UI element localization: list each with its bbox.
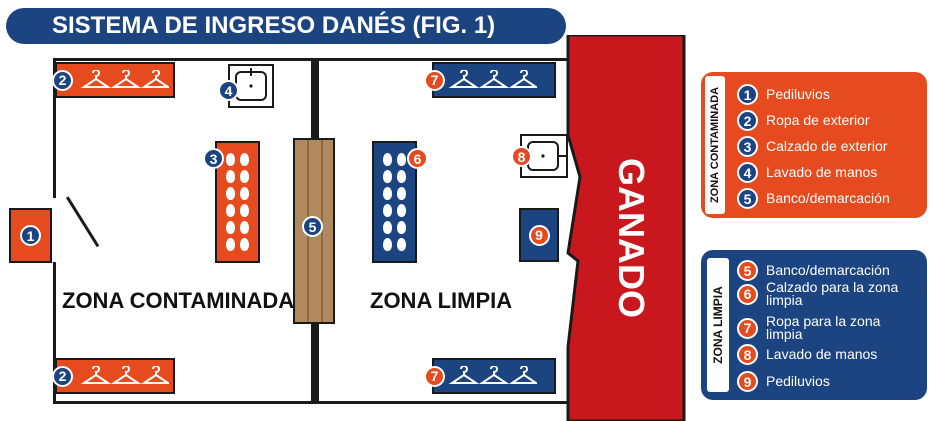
marker-8: 8 bbox=[511, 146, 532, 167]
legend-clean-heading: ZONA LIMPIA bbox=[707, 258, 729, 392]
wall-left-upper bbox=[53, 58, 56, 198]
legend-item: 7 Ropa para la zona limpia bbox=[737, 314, 916, 341]
legend-item: 9 Pediluvios bbox=[737, 371, 830, 392]
livestock-label: GANADO bbox=[611, 158, 652, 318]
coat-rack-bottom-right: 7 bbox=[424, 358, 556, 394]
livestock-area bbox=[566, 35, 686, 421]
legend-item: 1 Pediluvios bbox=[737, 84, 830, 105]
marker-1: 1 bbox=[20, 225, 41, 246]
hanger-icon bbox=[448, 70, 537, 88]
zone-contaminated-label: ZONA CONTAMINADA bbox=[62, 288, 295, 313]
legend-clean: ZONA LIMPIA 5 Banco/demarcación 6 Calzad… bbox=[701, 250, 927, 400]
legend-item: 5 Banco/demarcación bbox=[737, 260, 890, 281]
legend-contaminated-heading: ZONA CONTAMINADA bbox=[705, 76, 725, 214]
marker-5: 5 bbox=[302, 216, 323, 237]
coat-rack-top-left: 2 bbox=[52, 62, 175, 98]
marker-4: 4 bbox=[218, 80, 239, 101]
dividing-wall-upper bbox=[311, 58, 319, 138]
marker-6: 6 bbox=[407, 148, 428, 169]
marker-2-bottom: 2 bbox=[52, 365, 73, 387]
legend-item: 5 Banco/demarcación bbox=[737, 188, 890, 209]
marker-7-top: 7 bbox=[424, 69, 445, 91]
legend-item: 4 Lavado de manos bbox=[737, 162, 877, 183]
coat-rack-top-right: 7 bbox=[424, 62, 556, 98]
footbath-contaminated: 1 bbox=[9, 208, 52, 263]
marker-3: 3 bbox=[203, 148, 224, 169]
legend-item: 8 Lavado de manos bbox=[737, 344, 877, 365]
hanger-icon bbox=[448, 366, 537, 384]
coat-rack-bottom-left: 2 bbox=[52, 358, 175, 394]
legend-contaminated: ZONA CONTAMINADA 1 Pediluvios 2 Ropa de … bbox=[701, 72, 927, 218]
wall-left-lower bbox=[53, 262, 56, 404]
sink-clean bbox=[520, 134, 568, 178]
dividing-wall-lower bbox=[311, 322, 319, 404]
footbath-clean: 9 bbox=[519, 208, 559, 262]
marker-2-top: 2 bbox=[52, 69, 73, 91]
hanger-icon bbox=[80, 366, 169, 384]
legend-item: 2 Ropa de exterior bbox=[737, 110, 870, 131]
marker-9: 9 bbox=[528, 224, 550, 246]
diagram-title: SISTEMA DE INGRESO DANÉS (FIG. 1) bbox=[6, 8, 566, 44]
hanger-icon bbox=[80, 70, 169, 88]
legend-item: 3 Calzado de exterior bbox=[737, 136, 887, 157]
legend-item: 6 Calzado para la zona limpia bbox=[737, 280, 916, 307]
door-swing bbox=[66, 196, 100, 248]
marker-7-bottom: 7 bbox=[424, 365, 445, 387]
zone-clean-label: ZONA LIMPIA bbox=[370, 288, 513, 313]
